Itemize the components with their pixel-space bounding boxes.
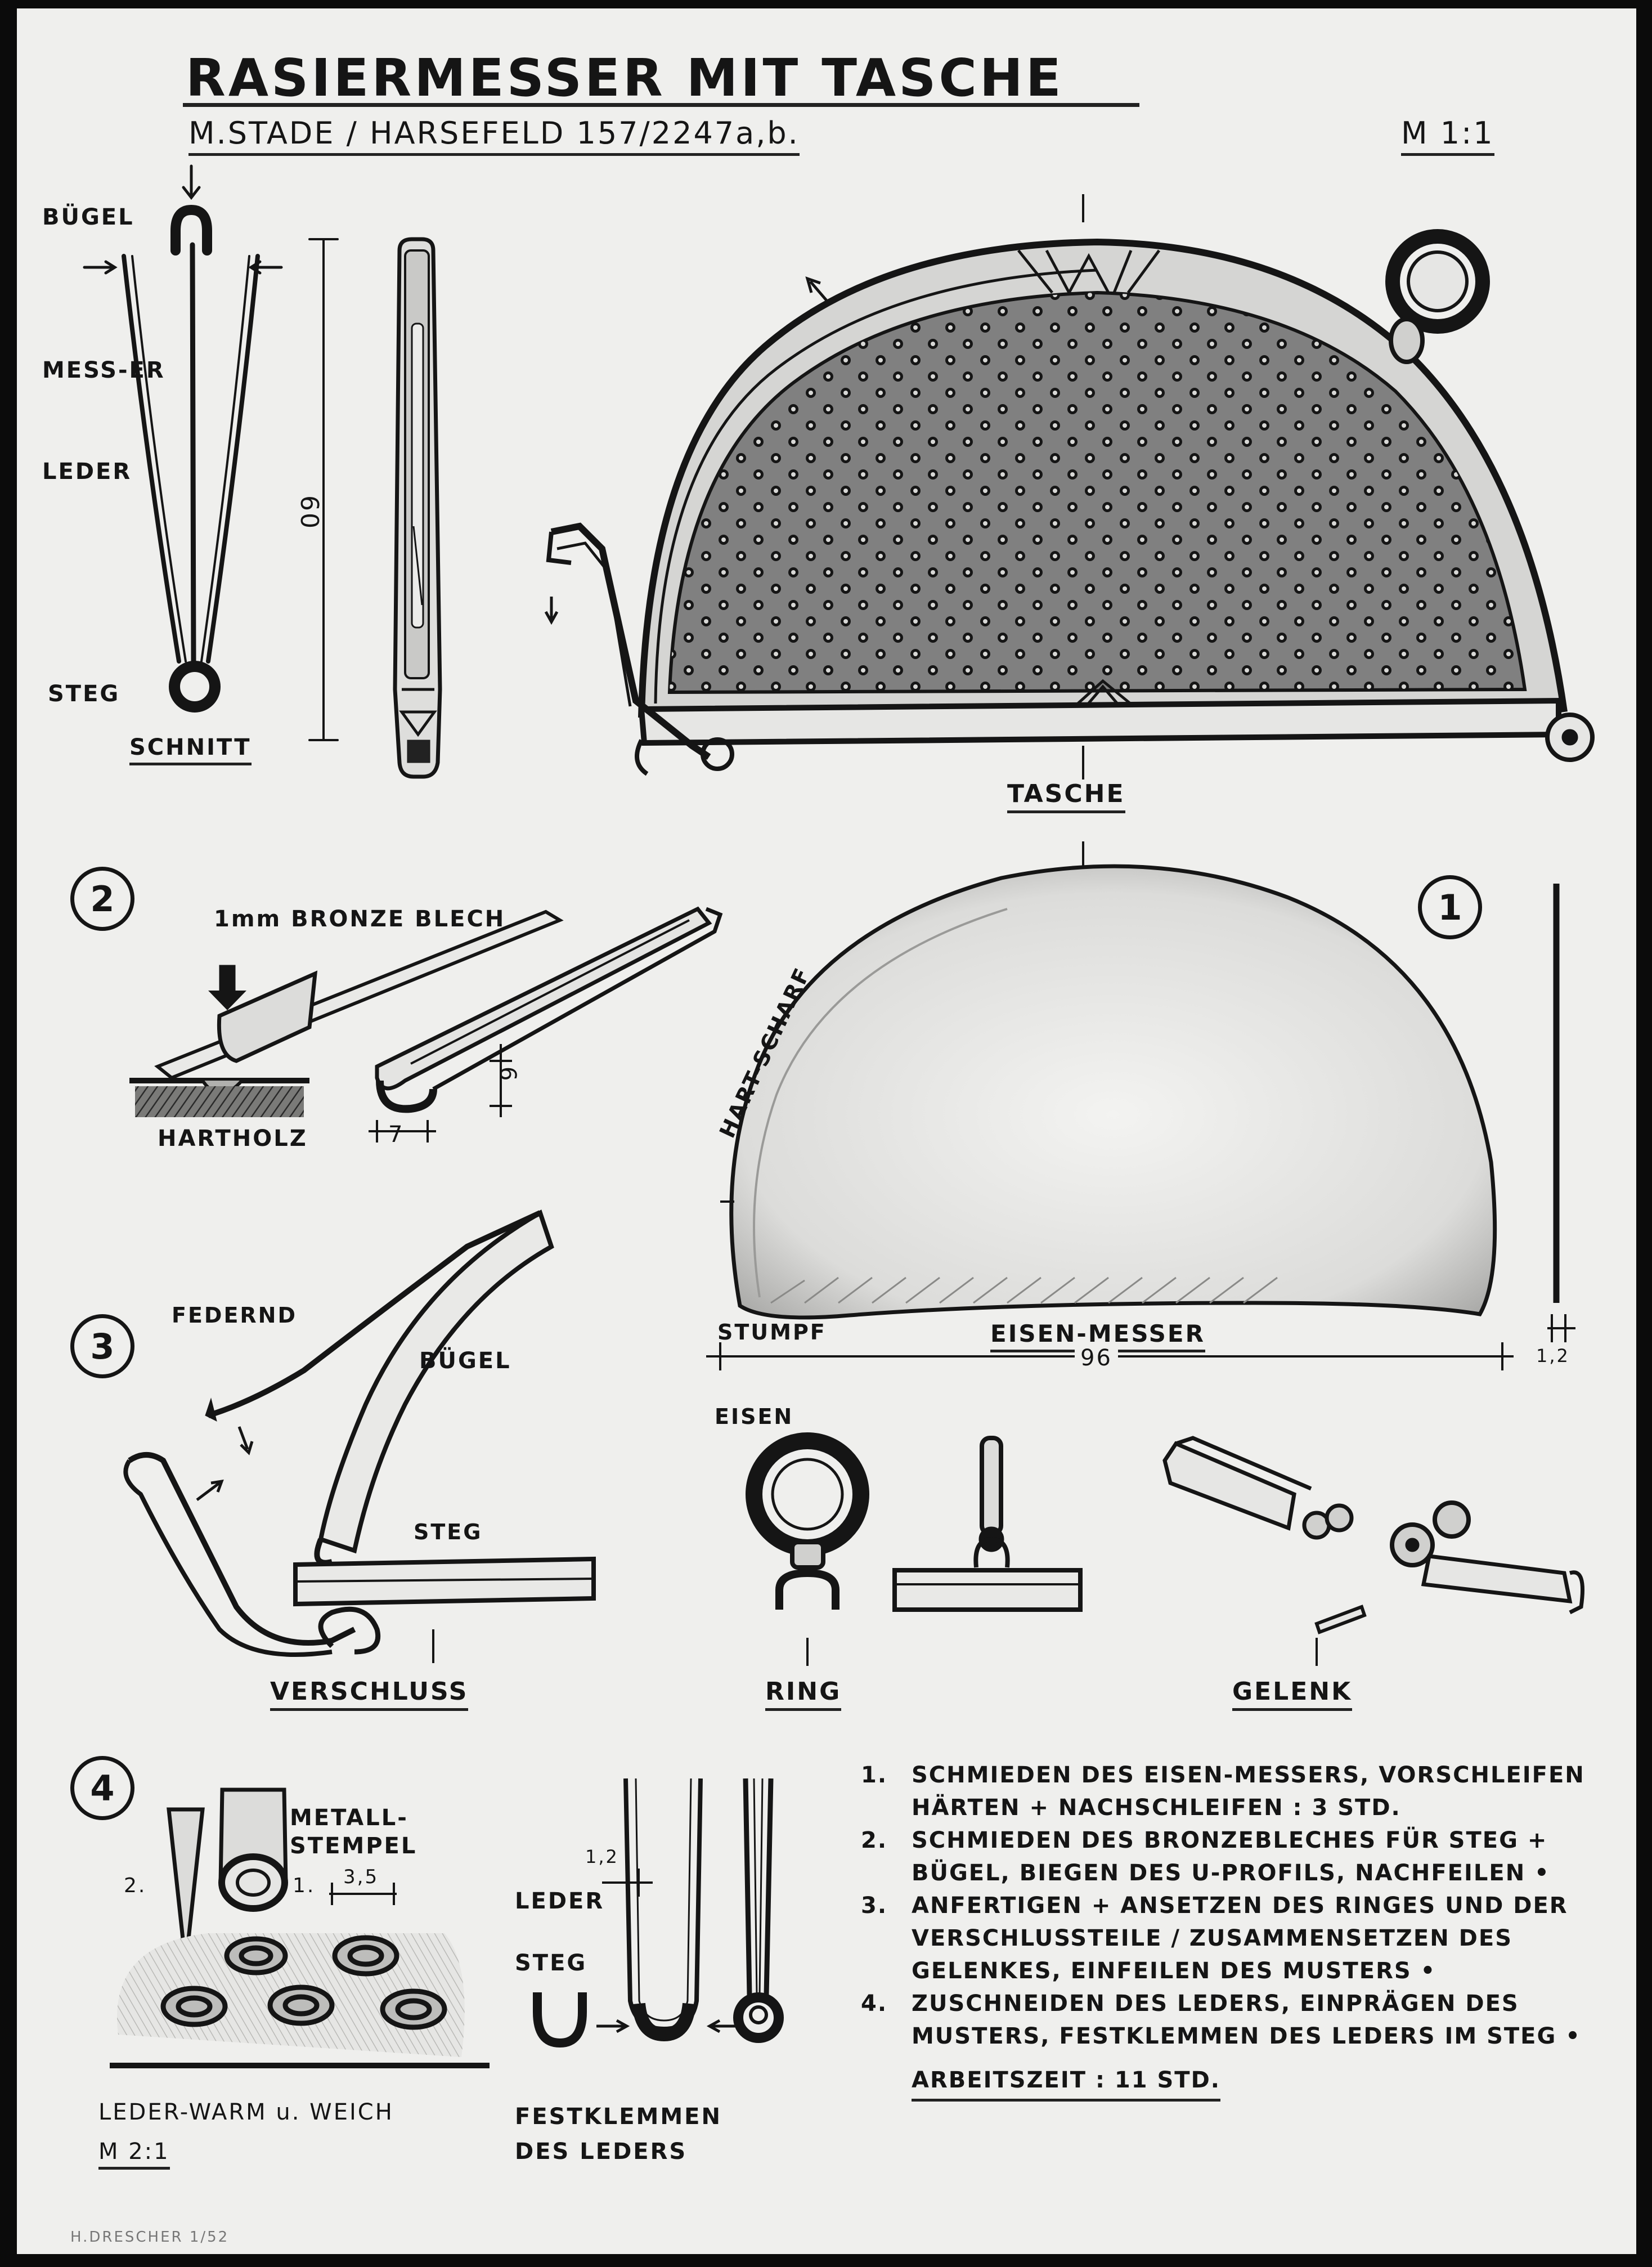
dimension-thickness: 1,2 xyxy=(1536,1345,1570,1367)
label-steg-clamp: STEG xyxy=(515,1950,587,1976)
label-federnd: FEDERND xyxy=(172,1303,298,1328)
dimension-60: 60 xyxy=(295,495,324,530)
caption-leder-warm: LEDER-WARM u. WEICH xyxy=(98,2099,394,2125)
step-number: 3. xyxy=(861,1893,888,1919)
work-step: 1. SCHMIEDEN DES EISEN-MESSERS, VORSCHLE… xyxy=(861,1759,1626,1824)
caption-tasche: TASCHE xyxy=(1007,779,1125,813)
label-stumpf: STUMPF xyxy=(717,1320,827,1345)
dimension-3-5: 3,5 xyxy=(343,1866,379,1888)
work-step: 2. SCHMIEDEN DES BRONZEBLECHES FÜR STEG … xyxy=(861,1824,1626,1889)
dimension-7: 7 xyxy=(388,1122,405,1148)
step-text: ZUSCHNEIDEN DES LEDERS, EINPRÄGEN DES MU… xyxy=(912,1991,1581,2049)
pouch-illustration xyxy=(544,194,1595,870)
work-step: 4. ZUSCHNEIDEN DES LEDERS, EINPRÄGEN DES… xyxy=(861,1987,1626,2053)
dimension-1-2: 1,2 xyxy=(585,1846,619,1867)
hinge-illustration xyxy=(1162,1436,1584,1666)
label-leder-clamp: LEDER xyxy=(515,1888,605,1914)
title-underline xyxy=(183,103,1139,107)
footer-credit: H.DRESCHER 1/52 xyxy=(70,2229,230,2246)
label-hartholz: HARTHOLZ xyxy=(158,1126,308,1152)
caption-verschluss: VERSCHLUSS xyxy=(270,1677,469,1711)
section-number-4: 4 xyxy=(70,1756,134,1820)
section-number-2: 2 xyxy=(70,867,134,931)
dimension-6: 6 xyxy=(495,1067,520,1083)
drawing-artwork xyxy=(83,164,1595,2068)
label-bronze-blech: 1mm BRONZE BLECH xyxy=(214,906,506,932)
label-steg: STEG xyxy=(48,681,120,707)
scale-label: M 1:1 xyxy=(1401,115,1494,156)
label-buegel-step3: BÜGEL xyxy=(419,1348,511,1374)
page-title: RASIERMESSER MIT TASCHE xyxy=(186,48,1064,108)
work-step: 3. ANFERTIGEN + ANSETZEN DES RINGES UND … xyxy=(861,1889,1626,1987)
clamp-illustration xyxy=(533,1778,784,2048)
section-number-3: 3 xyxy=(70,1314,134,1378)
razor-side-view xyxy=(393,237,442,779)
step-text: SCHMIEDEN DES BRONZEBLECHES FÜR STEG + B… xyxy=(912,1827,1550,1886)
label-buegel: BÜGEL xyxy=(42,204,134,230)
knife-illustration xyxy=(706,864,1575,1370)
section-number-1: 1 xyxy=(1418,875,1482,939)
step-number: 2. xyxy=(861,1827,888,1853)
caption-gelenk: GELENK xyxy=(1232,1677,1353,1711)
label-metall-stempel: METALL- STEMPEL xyxy=(290,1805,418,1859)
label-punch-2: 2. xyxy=(124,1874,147,1897)
work-time-total: ARBEITSZEIT : 11 STD. xyxy=(912,2064,1220,2102)
razor-cross-section xyxy=(83,164,339,741)
step-text: ANFERTIGEN + ANSETZEN DES RINGES UND DER… xyxy=(912,1893,1568,1984)
label-punch-1: 1. xyxy=(293,1874,316,1897)
step-number: 1. xyxy=(861,1762,888,1788)
step-number: 4. xyxy=(861,1991,888,2017)
scale-2-1: M 2:1 xyxy=(98,2139,170,2170)
dimension-96: 96 xyxy=(1075,1345,1118,1371)
site-reference: M.STADE / HARSEFELD 157/2247a,b. xyxy=(188,115,800,156)
ring-illustration xyxy=(746,1432,1083,1666)
work-steps-list: 1. SCHMIEDEN DES EISEN-MESSERS, VORSCHLE… xyxy=(861,1759,1626,2102)
work-time-row: ARBEITSZEIT : 11 STD. xyxy=(861,2064,1626,2102)
step4-stamping-illustration xyxy=(110,1787,490,2068)
caption-festklemmen: FESTKLEMMEN DES LEDERS xyxy=(515,2104,722,2165)
label-messer: MESS-ER xyxy=(42,357,165,383)
step-text: SCHMIEDEN DES EISEN-MESSERS, VORSCHLEIFE… xyxy=(912,1762,1585,1821)
caption-ring: RING xyxy=(765,1677,842,1711)
label-steg-step3: STEG xyxy=(414,1520,483,1544)
label-schnitt: SCHNITT xyxy=(129,734,252,765)
step3-clasp-illustration xyxy=(123,1209,596,1663)
label-leder: LEDER xyxy=(42,459,132,485)
drawing-sheet: RASIERMESSER MIT TASCHE M.STADE / HARSEF… xyxy=(17,8,1636,2254)
label-eisen: EISEN xyxy=(715,1404,794,1429)
step2-bending-illustration xyxy=(129,906,723,1143)
